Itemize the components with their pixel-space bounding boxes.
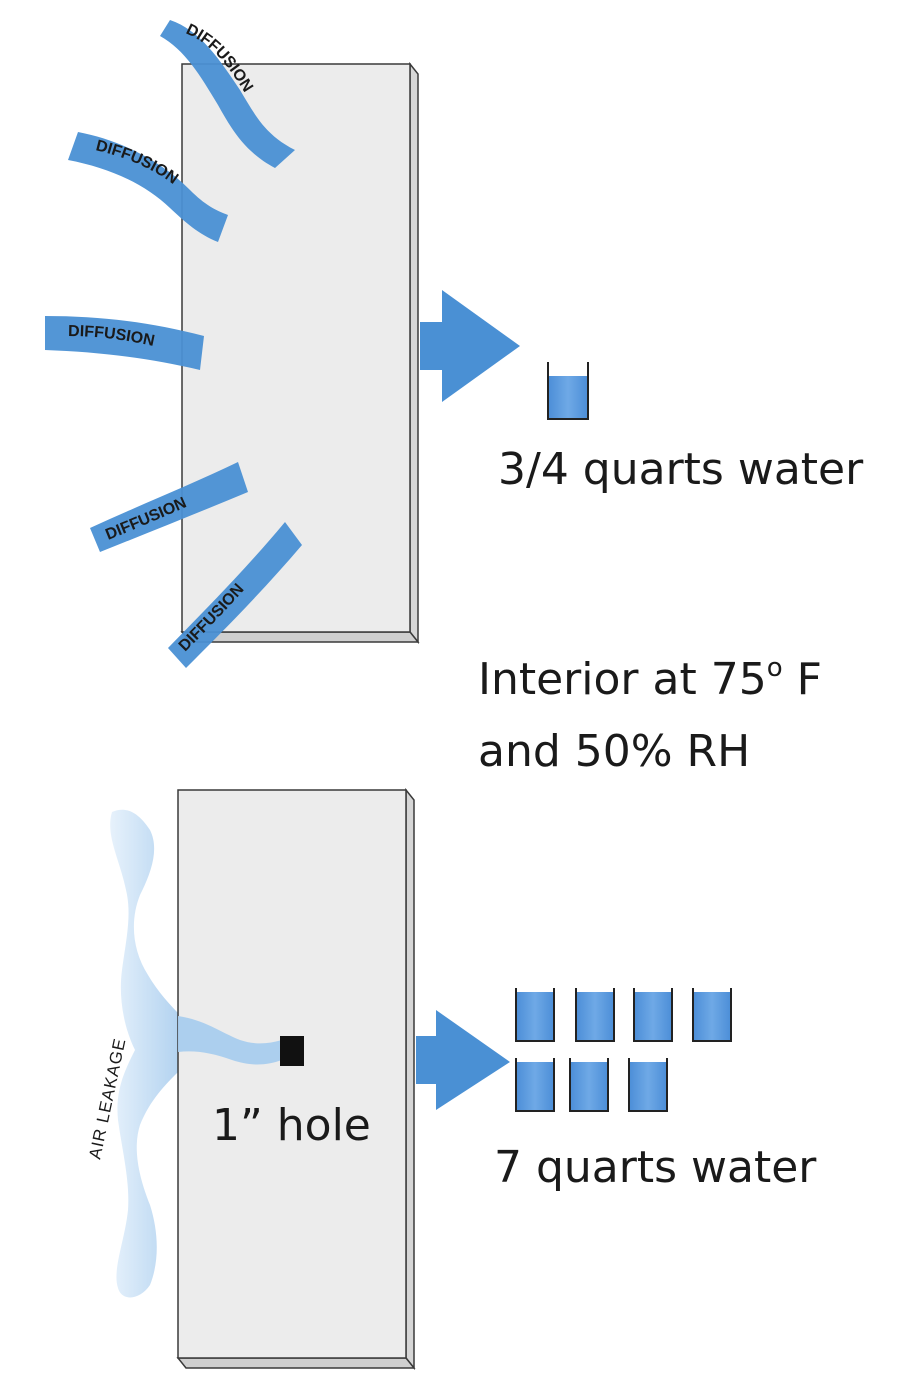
interior-conditions-line-1: Interior at 75o F — [478, 653, 822, 705]
water-cups-group — [515, 988, 732, 1112]
interior-conditions-line-2: and 50% RH — [478, 726, 750, 777]
hole-icon — [280, 1036, 304, 1066]
water-cup-icon — [547, 362, 589, 420]
hole-label: 1” hole — [212, 1100, 371, 1151]
top-water-label: 3/4 quarts water — [498, 444, 864, 495]
water-cup-icon — [692, 988, 732, 1042]
water-cup-icon — [569, 1058, 609, 1112]
water-cup-icon — [628, 1058, 668, 1112]
bottom-water-label: 7 quarts water — [494, 1142, 817, 1193]
air-leakage-stream — [178, 1016, 282, 1065]
water-cup-icon — [515, 1058, 555, 1112]
water-cup-icon — [515, 988, 555, 1042]
bottom-wall-panel — [176, 787, 416, 1371]
air-leakage-plume — [110, 809, 180, 1298]
top-wall-panel — [180, 61, 420, 645]
right-arrow-icon — [420, 290, 520, 402]
water-cup-icon — [633, 988, 673, 1042]
diffusion-stream-3: DIFFUSION — [45, 316, 204, 370]
right-arrow-icon — [416, 1010, 510, 1110]
water-cup-icon — [575, 988, 615, 1042]
